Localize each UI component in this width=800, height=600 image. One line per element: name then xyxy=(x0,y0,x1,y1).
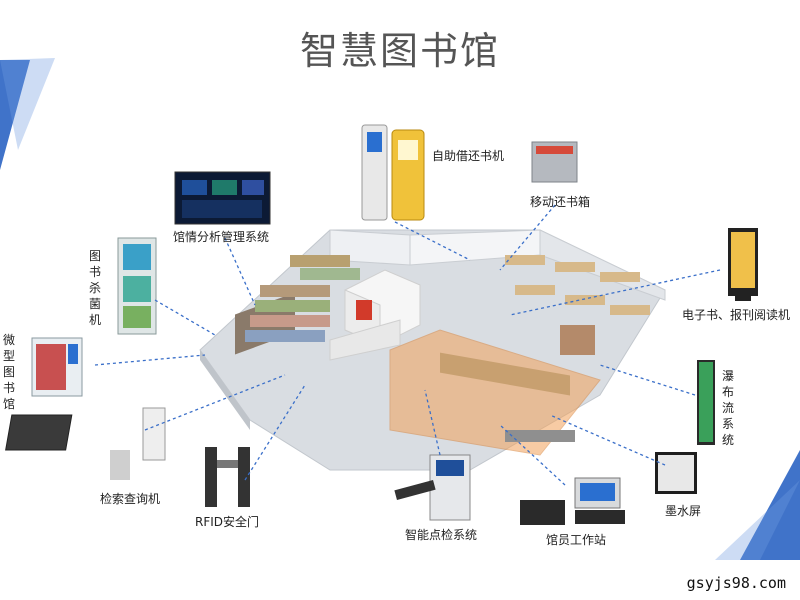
line-waterfall xyxy=(599,364,696,396)
corner-decoration-top-left-light xyxy=(0,58,55,150)
line-rfid-gate xyxy=(244,384,306,481)
page-title: 智慧图书馆 xyxy=(299,29,500,73)
sterilizer-cabinet xyxy=(117,237,157,335)
reading-tables xyxy=(505,255,650,355)
label-ebook-reader: 电子书、报刊阅读机 xyxy=(682,308,791,322)
label-sterilizer: 图书杀菌机 xyxy=(89,249,102,327)
workstation-devices xyxy=(520,477,625,525)
watermark-text: gsyjs98.com xyxy=(686,574,786,592)
label-rfid-gate: RFID安全门 xyxy=(195,515,260,529)
bookshelves-left xyxy=(235,255,360,355)
mobile-return-box xyxy=(531,141,578,183)
line-eink xyxy=(549,414,666,466)
search-kiosk xyxy=(5,407,166,480)
label-mobile-return: 移动还书箱 xyxy=(530,195,591,209)
connector-lines xyxy=(94,204,721,486)
line-self-service xyxy=(394,221,471,261)
label-self-service: 自助借还书机 xyxy=(432,149,505,163)
wall-right xyxy=(539,229,666,301)
line-mobile-return xyxy=(499,204,556,271)
analytics-screen xyxy=(174,171,271,225)
inventory-device xyxy=(394,454,471,521)
central-desk xyxy=(329,269,421,361)
line-inventory xyxy=(424,389,441,456)
corner-decoration-bottom-right-light xyxy=(715,480,800,560)
floor-edge xyxy=(200,350,250,430)
label-eink: 墨水屏 xyxy=(665,504,702,518)
label-search-kiosk: 检索查询机 xyxy=(100,492,161,506)
self-service-machines xyxy=(361,124,425,221)
line-analytics xyxy=(224,237,256,306)
micro-library-cabinet xyxy=(31,337,83,397)
label-analytics: 馆情分析管理系统 xyxy=(173,230,270,244)
eink-screen xyxy=(655,452,697,494)
ebook-reader-kiosk xyxy=(728,228,758,301)
line-micro-library xyxy=(94,354,206,366)
label-waterfall: 瀑布流系统 xyxy=(722,369,735,447)
glass-room xyxy=(389,329,601,456)
line-search-kiosk xyxy=(144,374,286,431)
corner-decoration-top-left xyxy=(0,60,30,170)
line-sterilizer xyxy=(154,299,216,336)
label-micro-library: 微型图书馆 xyxy=(3,333,16,411)
label-inventory: 智能点检系统 xyxy=(405,528,478,542)
label-workstation: 馆员工作站 xyxy=(546,533,607,547)
rfid-gate xyxy=(205,447,250,507)
line-workstation xyxy=(499,424,566,486)
corner-decoration-bottom-right xyxy=(740,450,800,560)
waterfall-screen xyxy=(697,360,715,445)
